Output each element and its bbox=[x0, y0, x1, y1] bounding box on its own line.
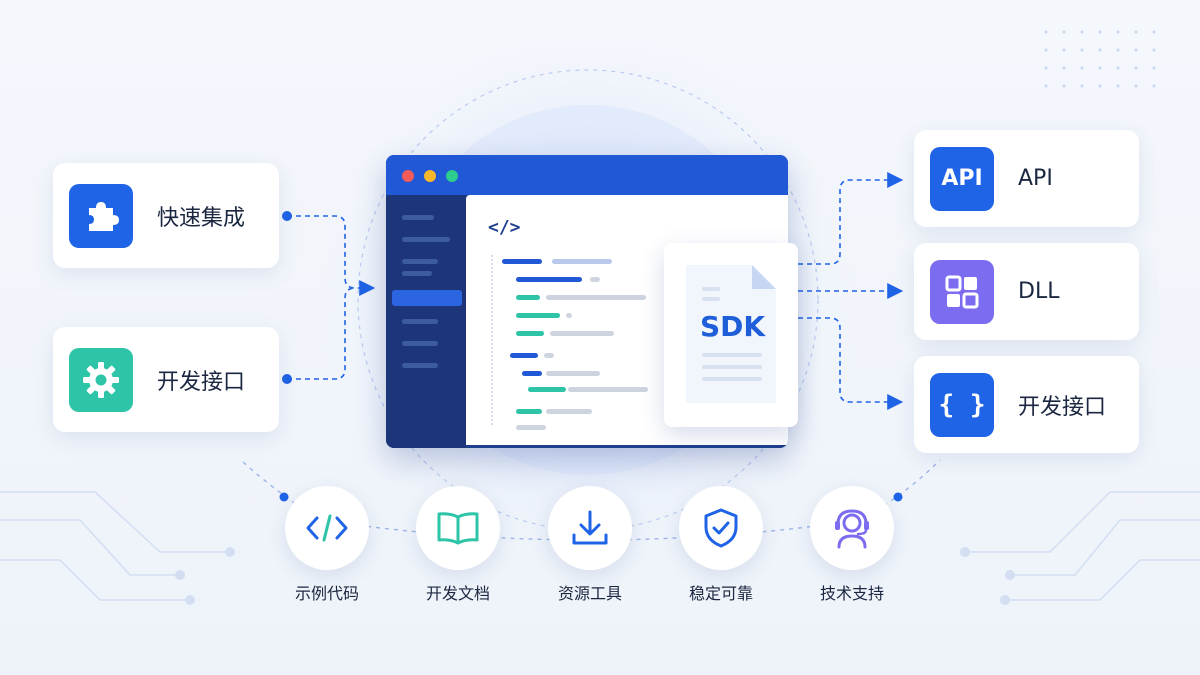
shield-check-icon bbox=[704, 508, 738, 548]
minimize-dot bbox=[424, 170, 436, 182]
sidebar-line bbox=[402, 319, 438, 324]
code-line bbox=[544, 353, 554, 358]
code-tag: </> bbox=[488, 217, 521, 238]
maximize-dot bbox=[446, 170, 458, 182]
braces-icon: { } bbox=[930, 372, 994, 437]
card-quick-integration[interactable]: 快速集成 bbox=[53, 163, 279, 268]
sidebar-line bbox=[402, 237, 450, 242]
circuit-traces-right bbox=[965, 491, 1200, 601]
window-sidebar bbox=[386, 195, 466, 448]
sidebar-line bbox=[402, 259, 438, 264]
feature-label: 示例代码 bbox=[294, 584, 359, 603]
sidebar-line bbox=[402, 215, 434, 220]
feature-stable-reliable[interactable] bbox=[679, 486, 763, 570]
code-line bbox=[546, 295, 646, 300]
feature-resource-tools[interactable] bbox=[548, 486, 632, 570]
code-line bbox=[516, 277, 582, 282]
window-titlebar bbox=[386, 155, 788, 195]
feature-tech-support[interactable] bbox=[810, 486, 894, 570]
code-line bbox=[568, 387, 648, 392]
code-line bbox=[528, 387, 566, 392]
code-icon bbox=[306, 514, 348, 542]
code-line bbox=[590, 277, 600, 282]
code-line bbox=[516, 331, 544, 336]
sidebar-line bbox=[402, 341, 438, 346]
card-dev-interface-right[interactable]: { } 开发接口 bbox=[914, 356, 1139, 453]
card-api[interactable]: API API bbox=[914, 130, 1139, 227]
feature-label: 资源工具 bbox=[557, 584, 622, 603]
sidebar-line bbox=[402, 363, 438, 368]
card-label: DLL bbox=[1018, 279, 1060, 304]
card-dll[interactable]: DLL bbox=[914, 243, 1139, 340]
gear-icon bbox=[69, 347, 133, 412]
card-label: API bbox=[1018, 166, 1053, 191]
code-line bbox=[546, 409, 592, 414]
feature-dev-docs[interactable] bbox=[416, 486, 500, 570]
headset-icon bbox=[835, 509, 869, 549]
code-line bbox=[566, 313, 572, 318]
feature-label: 技术支持 bbox=[819, 584, 884, 603]
connector-left bbox=[287, 215, 376, 380]
close-dot bbox=[402, 170, 414, 182]
dot-grid bbox=[1044, 30, 1156, 88]
sidebar-line bbox=[402, 271, 432, 276]
card-dev-interface[interactable]: 开发接口 bbox=[53, 327, 279, 432]
grid-icon bbox=[930, 259, 994, 324]
code-line bbox=[546, 371, 600, 376]
code-line bbox=[516, 313, 560, 318]
document-icon bbox=[686, 265, 776, 403]
sdk-document-card bbox=[664, 243, 798, 427]
feature-label: 开发文档 bbox=[425, 584, 490, 603]
feature-label: 稳定可靠 bbox=[688, 584, 753, 603]
card-label: 快速集成 bbox=[157, 205, 246, 231]
code-line bbox=[550, 331, 614, 336]
card-label: 开发接口 bbox=[157, 369, 246, 395]
code-line bbox=[516, 425, 546, 430]
circuit-traces-left bbox=[0, 491, 230, 601]
code-line bbox=[510, 353, 538, 358]
code-line bbox=[502, 259, 542, 264]
connector-right bbox=[798, 172, 904, 410]
code-line bbox=[552, 259, 612, 264]
api-icon: API bbox=[930, 146, 994, 211]
code-line bbox=[522, 371, 542, 376]
sidebar-active-item bbox=[392, 290, 462, 306]
card-label: 开发接口 bbox=[1018, 394, 1107, 420]
feature-sample-code[interactable] bbox=[285, 486, 369, 570]
code-line bbox=[516, 295, 540, 300]
indent-guide bbox=[491, 255, 495, 425]
code-line bbox=[516, 409, 542, 414]
book-icon bbox=[437, 512, 479, 545]
puzzle-icon bbox=[69, 183, 133, 248]
download-icon bbox=[572, 510, 608, 545]
sdk-label: SDK bbox=[700, 310, 766, 343]
